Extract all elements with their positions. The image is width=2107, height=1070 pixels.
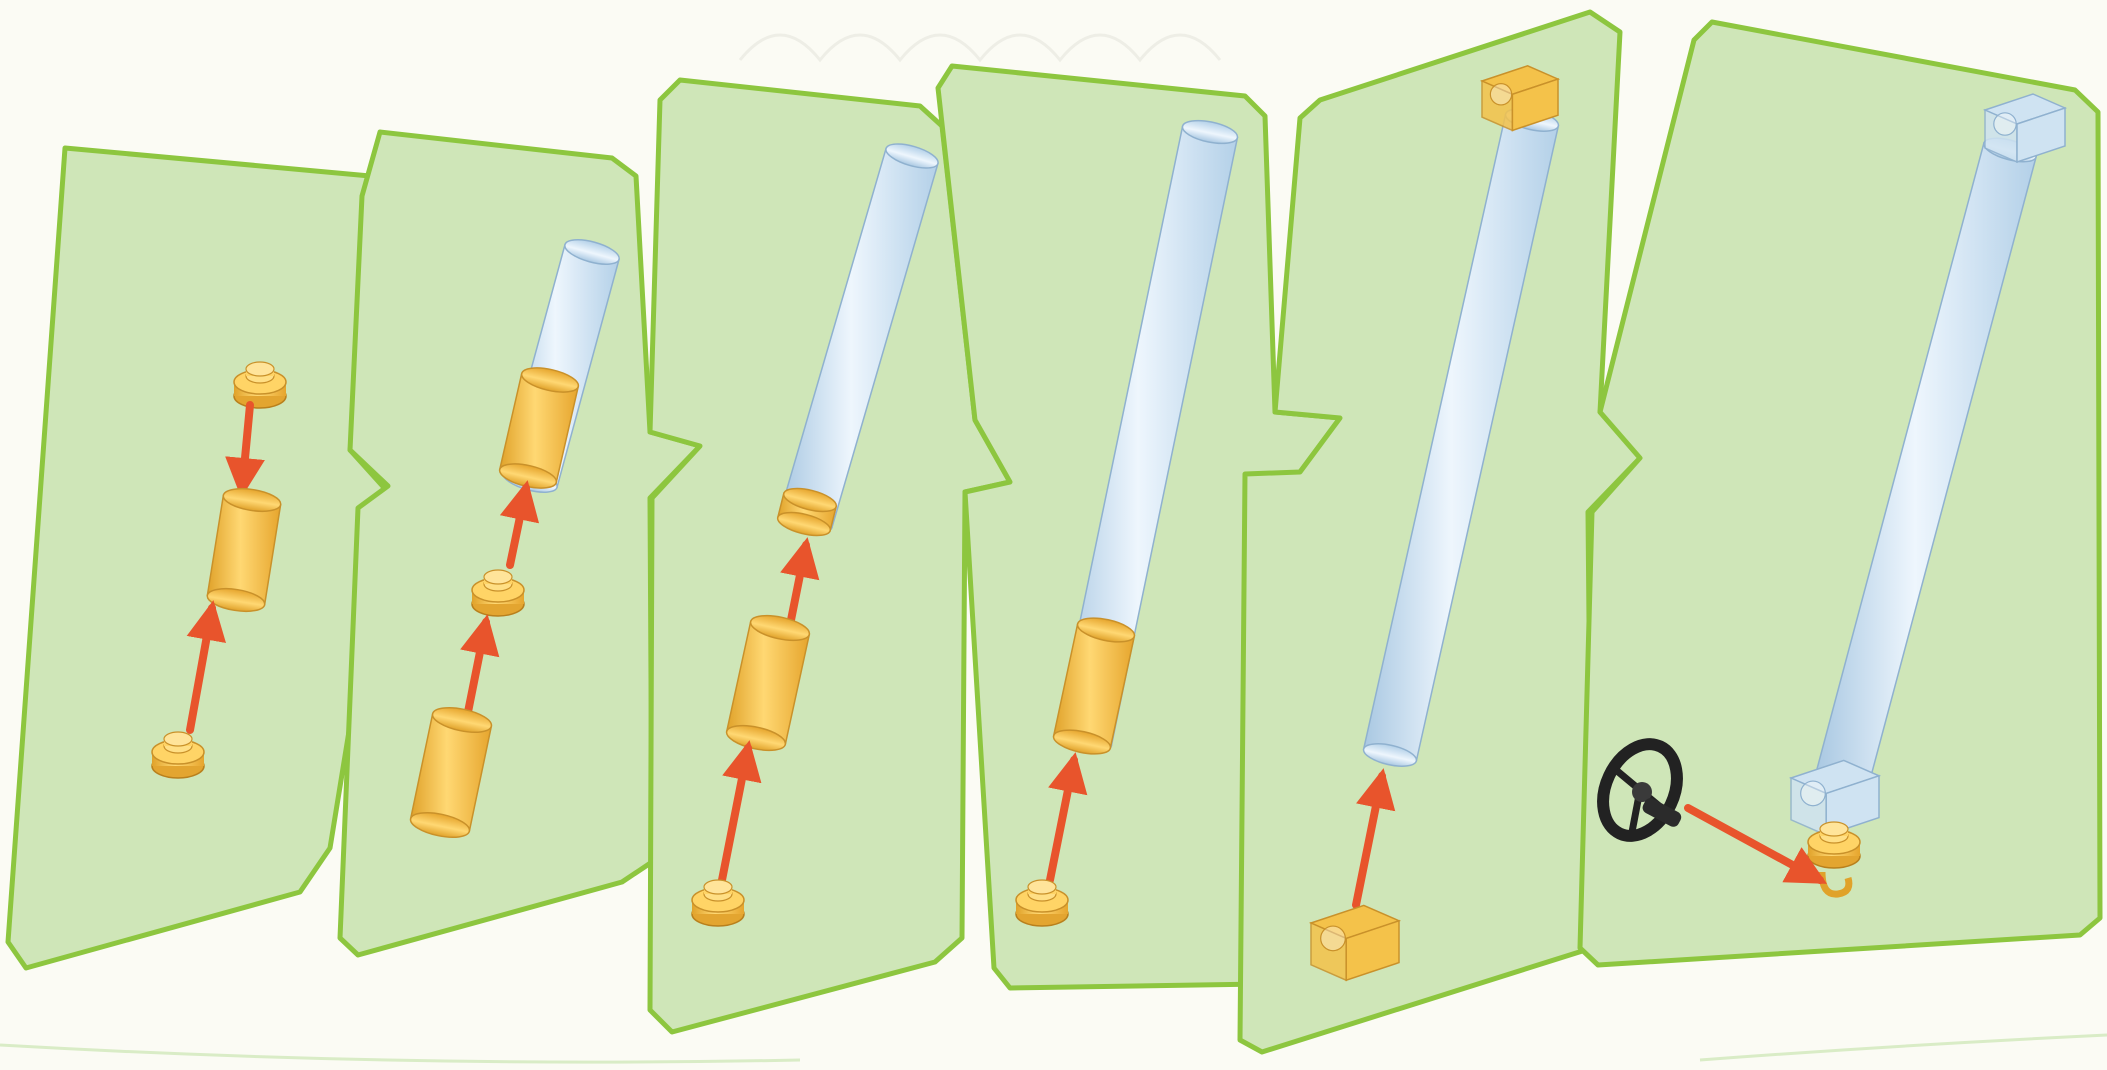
step-panel-2 [340, 132, 700, 955]
background-scribble [740, 35, 1220, 60]
floor-line [0, 1045, 800, 1062]
floor-line [1700, 1035, 2107, 1060]
step-panel-1 [8, 148, 392, 968]
